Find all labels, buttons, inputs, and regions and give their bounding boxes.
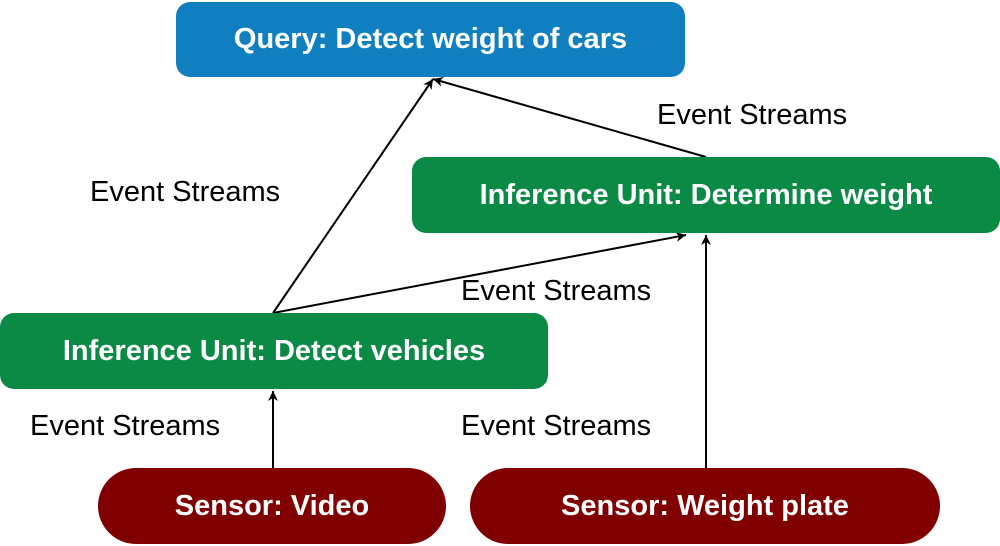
inference-unit-determine-weight-node: Inference Unit: Determine weight xyxy=(412,157,1000,233)
edge-detect-to-determine xyxy=(272,231,687,314)
edge-label-determine-to-query: Event Streams xyxy=(657,99,848,131)
edge-label-detect-to-determine: Event Streams xyxy=(461,275,652,307)
edge-label-video-to-detect: Event Streams xyxy=(30,410,221,442)
edge-label-plate-to-determine: Event Streams xyxy=(461,410,652,442)
inference-unit-detect-vehicles-node: Inference Unit: Detect vehicles xyxy=(0,313,548,389)
edge-determine-to-query xyxy=(432,76,707,158)
sensor-weight-plate-node: Sensor: Weight plate xyxy=(470,468,940,544)
edge-label-detect-to-query: Event Streams xyxy=(90,176,281,208)
edge-detect-to-query xyxy=(272,78,434,314)
query-node: Query: Detect weight of cars xyxy=(176,2,685,77)
sensor-video-node: Sensor: Video xyxy=(98,468,446,544)
